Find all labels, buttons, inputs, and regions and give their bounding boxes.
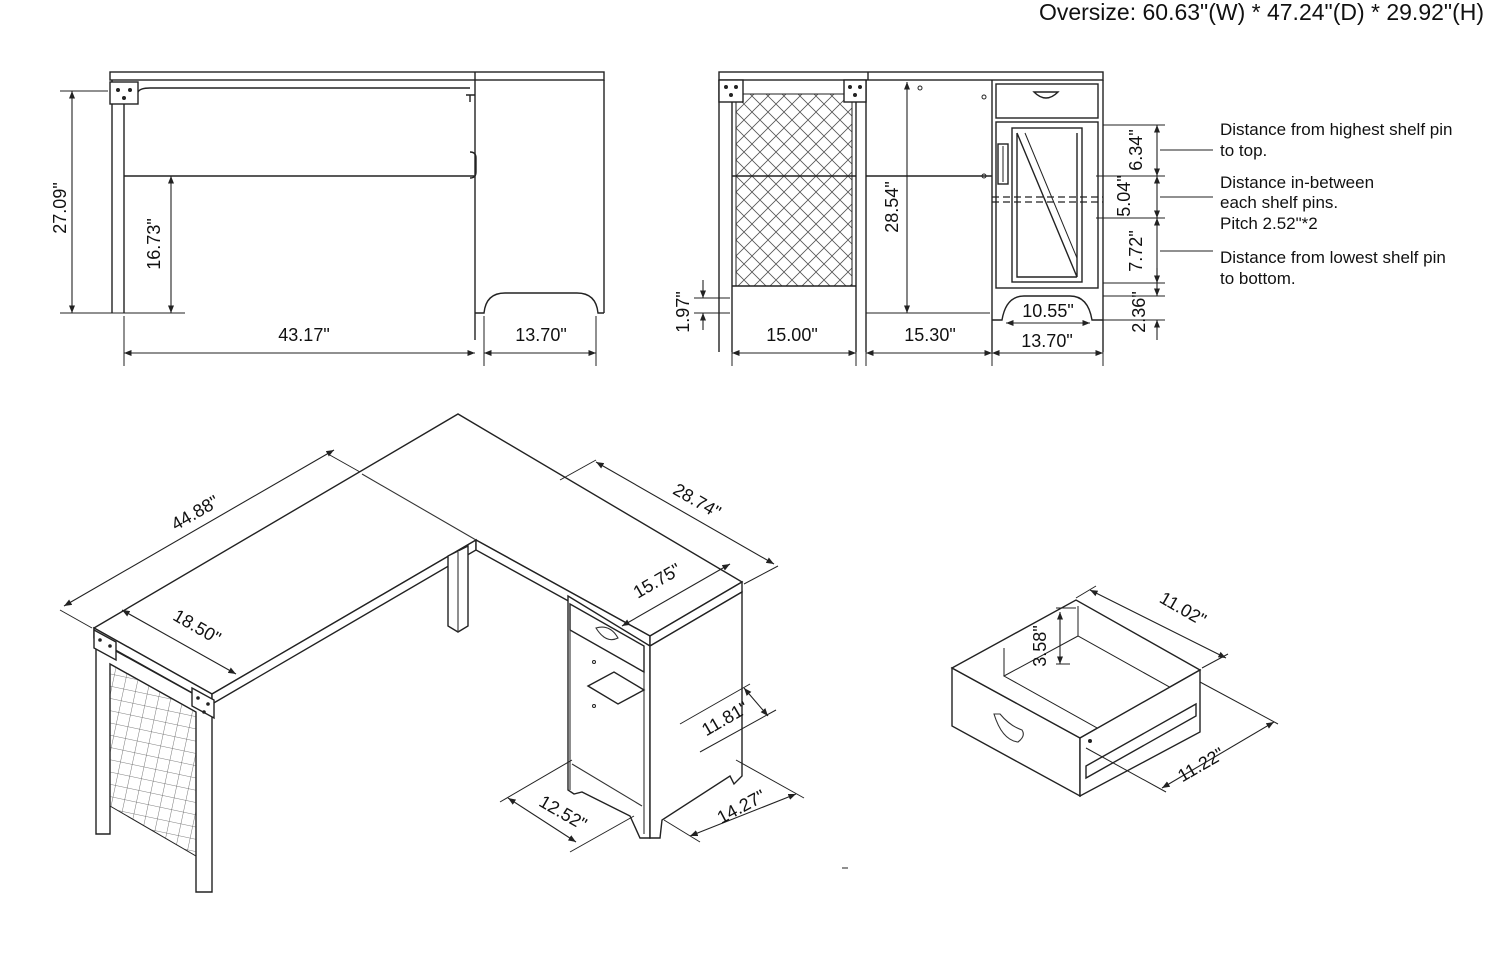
side-view: 27.09" 16.73" 43.17" 13.70" — [50, 71, 605, 366]
dim-height-inner: 28.54" — [882, 181, 902, 232]
dim-shelf-bottom: 7.72" — [1126, 230, 1146, 271]
side-corner-bracket — [109, 81, 139, 105]
iso-mesh-panel — [109, 663, 197, 857]
dim-long-length: 44.88" — [168, 491, 223, 534]
front-bracket-left — [718, 79, 744, 103]
front-view: 1.97" 28.54" 15.00" 15.30" 13.70" 10.55"… — [673, 71, 1213, 366]
dim-width-cabinet-front: 13.70" — [1021, 331, 1072, 351]
note-bot-line2: to bottom. — [1220, 269, 1296, 288]
dim-width-gap: 15.30" — [904, 325, 955, 345]
dim-width-cabinet-side: 13.70" — [515, 325, 566, 345]
shelf-notes: Distance from highest shelf pin to top. … — [1220, 120, 1452, 288]
dim-cabinet-width: 12.52" — [536, 791, 591, 834]
front-desktop — [718, 71, 1104, 81]
dim-cabinet-depth: 14.27" — [714, 786, 769, 828]
note-mid-line1: Distance in-between — [1220, 173, 1374, 192]
front-bracket-right — [843, 79, 867, 103]
drawer-view: 11.02" 3.58" 11.22" — [950, 585, 1279, 798]
dim-width-main: 43.17" — [278, 325, 329, 345]
dim-drawer-width: 11.22" — [1174, 744, 1227, 786]
note-top-line1: Distance from highest shelf pin — [1220, 120, 1452, 139]
dim-kick-height: 2.36" — [1129, 291, 1149, 332]
front-drawer-handle — [1032, 91, 1060, 99]
dim-foot-height: 1.97" — [673, 291, 693, 332]
note-bot-line1: Distance from lowest shelf pin — [1220, 248, 1446, 267]
note-top-line2: to top. — [1220, 141, 1267, 160]
dim-width-panel: 15.00" — [766, 325, 817, 345]
dim-drawer-depth: 11.02" — [1156, 588, 1209, 630]
note-mid-line2: each shelf pins. — [1220, 193, 1338, 212]
isometric-desk: 44.88" 18.50" 28.74" 15.75" 11.81" 12.52… — [59, 413, 848, 893]
note-mid-line3: Pitch 2.52"*2 — [1220, 214, 1318, 233]
oversize-title: Oversize: 60.63"(W) * 47.24"(D) * 29.92"… — [1039, 0, 1484, 25]
dim-return-length: 28.74" — [670, 479, 725, 522]
dim-shelf-pins: 5.04" — [1114, 175, 1134, 216]
dim-drawer-height: 3.58" — [1030, 625, 1050, 666]
dim-height-clearance: 16.73" — [144, 218, 164, 269]
dim-shelf-top: 6.34" — [1126, 129, 1146, 170]
side-desktop — [109, 71, 605, 81]
dim-height-total: 27.09" — [50, 182, 70, 233]
front-mesh-panel — [735, 93, 853, 287]
drawer-handle — [993, 713, 1024, 743]
dim-kick-width: 10.55" — [1022, 301, 1073, 321]
front-drawer — [995, 83, 1099, 119]
iso-drawer-handle — [595, 626, 619, 641]
